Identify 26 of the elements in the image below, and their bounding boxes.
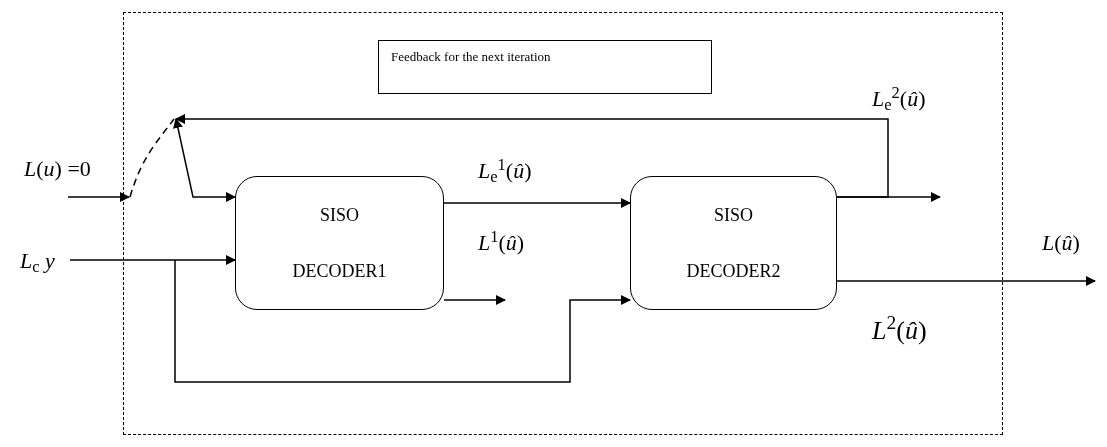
arrow	[836, 192, 941, 202]
switch-drawing	[128, 116, 178, 199]
decoder-box	[235, 176, 444, 310]
block-title: SISO	[320, 203, 359, 227]
arrow	[443, 295, 506, 305]
arrow	[175, 114, 889, 198]
arrow	[443, 198, 631, 208]
block-label: DECODER1	[292, 259, 387, 283]
arrow	[69, 255, 236, 265]
block-title: SISO	[714, 203, 753, 227]
arrow	[67, 192, 130, 202]
arrow	[174, 259, 631, 383]
edge-label: L$_{c}$ y	[20, 250, 55, 272]
decoder-box	[630, 176, 837, 310]
note-box	[378, 40, 712, 94]
signal-label: L$^{2}$(û)	[872, 318, 927, 344]
edge-label: L$_{e}$$^{2}$(û)	[872, 88, 926, 110]
arrow	[173, 118, 236, 202]
dashed-boundary-box	[123, 12, 1003, 435]
edge-label: L$^{1}$(û)	[478, 232, 525, 254]
block-label: DECODER2	[686, 259, 781, 283]
note-text: Feedback for the next iteration	[391, 48, 551, 66]
edge-label: L$_{e}$$^{1}$(û)	[478, 160, 532, 182]
edge-label: L(u) =0	[24, 158, 91, 180]
edge-label: L(û)	[1042, 232, 1080, 254]
arrow	[836, 276, 1096, 286]
